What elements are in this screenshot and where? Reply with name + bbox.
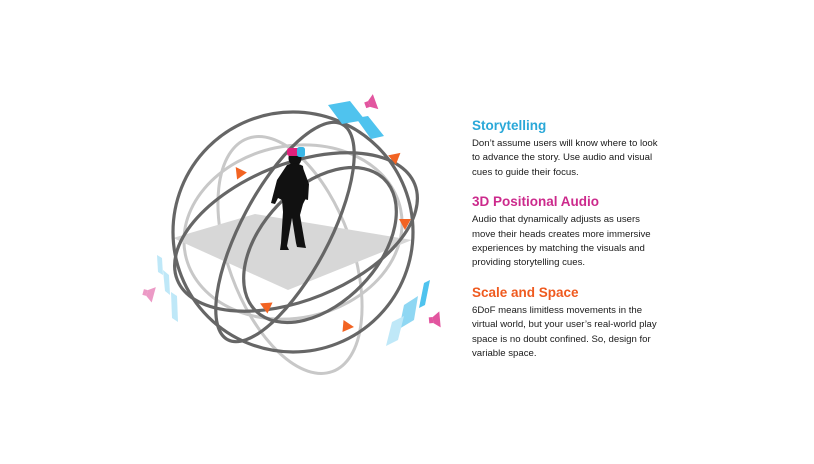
- vr-headset-icon: [287, 147, 305, 157]
- section-3d-positional-audio: 3D Positional Audio Audio that dynamical…: [472, 194, 772, 271]
- section-scale-and-space: Scale and Space 6DoF means limitless mov…: [472, 285, 772, 362]
- section-title: Scale and Space: [472, 284, 579, 300]
- direction-arrow-3: [399, 219, 411, 230]
- section-body: 6DoF means limitless movements in the vi…: [472, 304, 657, 360]
- direction-arrow-2: [388, 152, 401, 165]
- info-panel: Storytelling Don’t assume users will kno…: [472, 118, 772, 375]
- orbit-ring-dark-3: [214, 120, 356, 344]
- direction-arrow-4: [260, 302, 273, 314]
- outer-sphere-ring: [171, 110, 415, 354]
- glass-panel-icon: [157, 255, 178, 322]
- direction-arrow-5: [342, 320, 354, 332]
- direction-arrow-1: [235, 166, 247, 180]
- section-storytelling: Storytelling Don’t assume users will kno…: [472, 118, 772, 180]
- speaker-icon: [428, 311, 441, 328]
- section-body: Audio that dynamically adjusts as users …: [472, 214, 651, 269]
- glass-panel-icon: [386, 280, 430, 346]
- section-title: Storytelling: [472, 118, 547, 133]
- section-title: 3D Positional Audio: [472, 194, 600, 210]
- speaker-icon: [364, 94, 379, 110]
- orbit-ring-dark-1: [173, 151, 419, 313]
- section-body: Don’t assume users will know where to lo…: [472, 138, 658, 178]
- vr-sphere-diagram: [142, 94, 441, 375]
- play-space-floor: [173, 214, 412, 290]
- speaker-icon: [142, 287, 156, 303]
- glass-panel-icon: [328, 101, 384, 139]
- orbit-ring-light-2: [182, 143, 404, 321]
- orbit-ring-dark-2: [242, 165, 398, 325]
